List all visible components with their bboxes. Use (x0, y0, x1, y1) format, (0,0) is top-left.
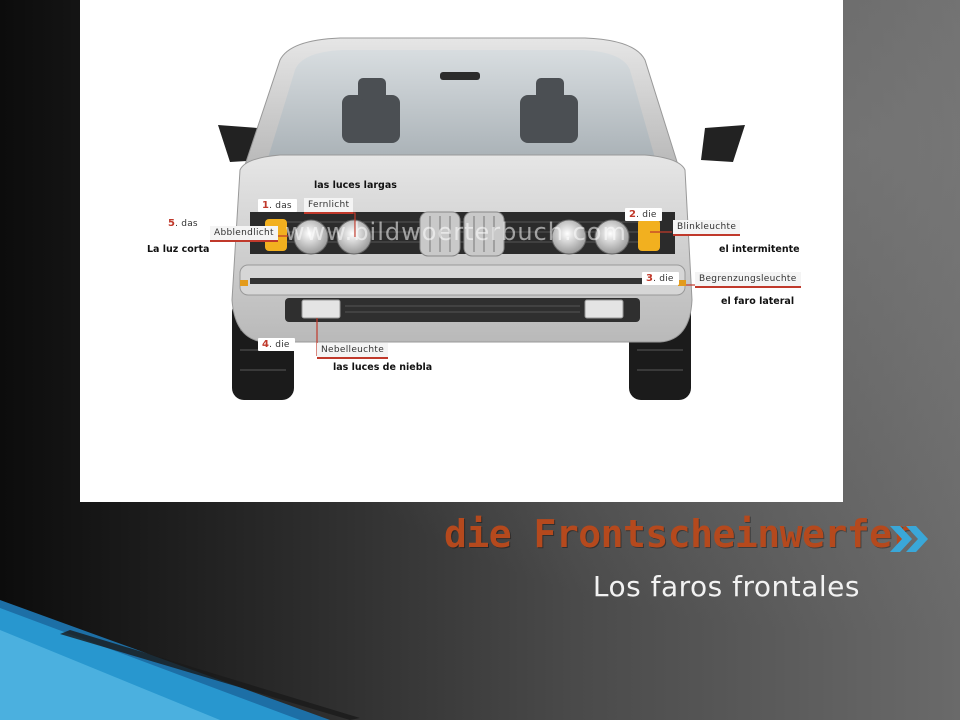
label-4-tag: 4. die (258, 338, 295, 351)
label-5-german: Abblendlicht (210, 226, 278, 242)
label-4-german: Nebelleuchte (317, 343, 389, 359)
label-5-spanish: La luz corta (147, 244, 210, 255)
label-4-article: . die (269, 340, 290, 350)
label-3-spanish: el faro lateral (721, 296, 795, 307)
label-1-spanish: las luces largas (314, 180, 397, 191)
label-1-number: 1 (262, 200, 270, 211)
label-2-article: . die (636, 210, 657, 220)
label-3-german: Begrenzungsleuchte (695, 272, 801, 288)
label-3-number: 3 (646, 273, 654, 284)
slide-title: die Frontscheinwerfer (444, 512, 914, 556)
watermark-text: www.bildwoerterbuch.com (285, 218, 627, 246)
label-1-tag: 1. das (258, 199, 297, 212)
label-1-german: Fernlicht (304, 198, 354, 214)
label-3-tag: 3. die (642, 272, 679, 285)
label-4-number: 4 (262, 339, 270, 350)
label-4-spanish: las luces de niebla (333, 362, 433, 373)
label-5-number: 5 (168, 218, 176, 229)
label-2-german: Blinkleuchte (673, 220, 741, 236)
label-2-spanish: el intermitente (719, 244, 800, 255)
slide-subtitle: Los faros frontales (592, 570, 860, 603)
label-5-tag: 5. das (164, 217, 203, 230)
label-1-article: . das (269, 201, 292, 211)
car-illustration-panel: www.bildwoerterbuch.com las luces largas… (80, 0, 843, 502)
decorative-swoosh (0, 600, 360, 720)
label-2-tag: 2. die (625, 208, 662, 221)
double-chevron-icon (890, 526, 928, 552)
label-3-article: . die (653, 274, 674, 284)
label-2-number: 2 (629, 209, 637, 220)
label-5-article: . das (175, 219, 198, 229)
